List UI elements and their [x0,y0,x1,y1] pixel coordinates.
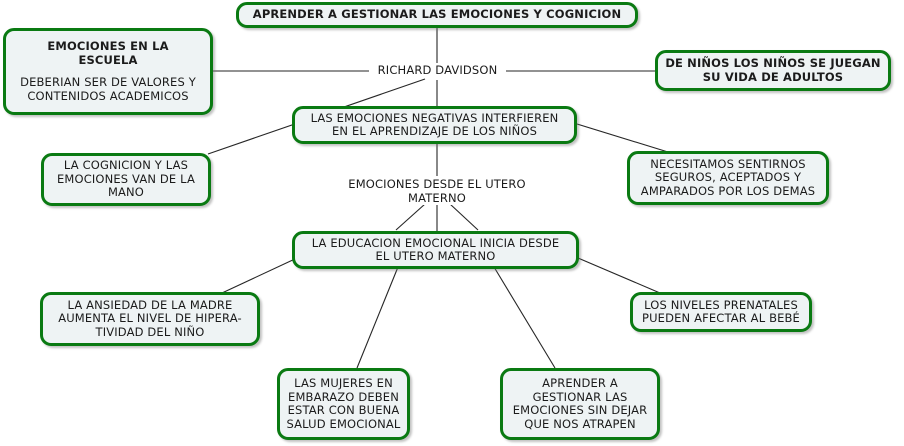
node-aprender-gestionar[interactable]: APRENDER A GESTIONAR LAS EMOCIONES SIN D… [500,368,660,440]
node-necesitamos-sentirnos-line-2: AMPARADOS POR LOS DEMAS [640,183,816,198]
node-emociones-negativas-line-1: EN EL APRENDIZAJE DE LOS NIÑOS [331,124,538,138]
edge-educacion-to-aprender [493,266,556,369]
node-cognicion-mano-line-1: EMOCIONES VAN DE LA [57,171,195,186]
label-author: RICHARD DAVIDSON [369,63,506,77]
node-niveles-prenatales[interactable]: LOS NIVELES PRENATALES PUEDEN AFECTAR AL… [630,292,812,332]
node-emociones-negativas-line-0: LAS EMOCIONES NEGATIVAS INTERFIEREN [310,110,559,125]
label-utero-materno: EMOCIONES DESDE EL UTERO MATERNO [337,177,537,205]
node-educacion-emocional-line-1: EL UTERO MATERNO [375,249,496,263]
edge-educacion-to-mujeres [356,266,399,369]
node-ansiedad-madre[interactable]: LA ANSIEDAD DE LA MADRE AUMENTA EL NIVEL… [40,292,260,346]
node-emociones-escuela-heading: EMOCIONES EN LA ESCUELA [47,39,169,67]
node-ninos-adultos-line-0: DE NIÑOS LOS NIÑOS SE JUEGAN [665,56,881,70]
edge-educacion-to-ansiedad [221,257,298,294]
node-cognicion-mano-line-0: LA COGNICION Y LAS [63,158,189,173]
edge-utero-fan-left [395,203,426,231]
node-necesitamos-sentirnos-line-1: SEGUROS, ACEPTADOS Y [654,170,802,185]
label-author-line-0: RICHARD DAVIDSON [377,63,498,77]
node-root-line-0: APRENDER A GESTIONAR LAS EMOCIONES Y COG… [252,7,622,22]
node-necesitamos-sentirnos[interactable]: NECESITAMOS SENTIRNOS SEGUROS, ACEPTADOS… [627,151,829,205]
node-mujeres-embarazo-line-0: LAS MUJERES EN [294,376,393,390]
label-utero-materno-line-1: MATERNO [408,191,466,205]
node-niveles-prenatales-line-1: PUEDEN AFECTAR AL BEBÉ [642,311,800,325]
node-necesitamos-sentirnos-line-0: NECESITAMOS SENTIRNOS [650,156,806,171]
node-ninos-adultos-line-1: SU VIDA DE ADULTOS [702,69,844,84]
edge-educacion-to-prenatales [577,257,661,294]
node-emociones-escuela-heading-line-0: EMOCIONES EN LA [47,39,169,53]
node-cognicion-mano-line-2: MANO [107,185,145,200]
node-emociones-escuela-heading-line-1: ESCUELA [78,52,138,67]
node-educacion-emocional[interactable]: LA EDUCACION EMOCIONAL INICIA DESDE EL U… [292,231,579,269]
node-educacion-emocional-line-0: LA EDUCACION EMOCIONAL INICIA DESDE [311,235,560,250]
node-mujeres-embarazo-line-3: SALUD EMOCIONAL [286,416,401,431]
node-aprender-gestionar-line-3: QUE NOS ATRAPEN [524,416,636,431]
node-ansiedad-madre-line-1: AUMENTA EL NIVEL DE HIPERA- [58,311,242,326]
node-cognicion-mano[interactable]: LA COGNICION Y LAS EMOCIONES VAN DE LA M… [41,153,211,206]
node-aprender-gestionar-line-1: GESTIONAR LAS [532,389,628,404]
edge-utero-fan-right [449,203,479,231]
node-emociones-escuela-body-line-1: CONTENIDOS ACADEMICOS [27,88,189,103]
node-emociones-escuela[interactable]: EMOCIONES EN LA ESCUELA DEBERIAN SER DE … [3,28,213,115]
node-ninos-adultos[interactable]: DE NIÑOS LOS NIÑOS SE JUEGAN SU VIDA DE … [655,50,891,91]
node-mujeres-embarazo-line-2: ESTAR CON BUENA [287,403,400,417]
label-utero-materno-line-0: EMOCIONES DESDE EL UTERO [348,177,526,191]
node-aprender-gestionar-line-0: APRENDER A [542,376,618,390]
node-niveles-prenatales-line-0: LOS NIVELES PRENATALES [644,297,798,312]
node-aprender-gestionar-line-2: EMOCIONES SIN DEJAR [512,403,648,417]
node-mujeres-embarazo[interactable]: LAS MUJERES EN EMBARAZO DEBEN ESTAR CON … [277,368,410,440]
node-ansiedad-madre-line-0: LA ANSIEDAD DE LA MADRE [67,297,233,312]
node-ansiedad-madre-line-2: TIVIDAD DEL NIÑO [95,324,205,339]
node-mujeres-embarazo-line-1: EMBARAZO DEBEN [288,389,399,404]
node-emociones-escuela-body-line-0: DEBERIAN SER DE VALORES Y [20,75,196,89]
edge-negativas-to-necesitamos [576,123,669,153]
node-root[interactable]: APRENDER A GESTIONAR LAS EMOCIONES Y COG… [236,2,638,28]
node-emociones-negativas[interactable]: LAS EMOCIONES NEGATIVAS INTERFIEREN EN E… [292,106,577,144]
